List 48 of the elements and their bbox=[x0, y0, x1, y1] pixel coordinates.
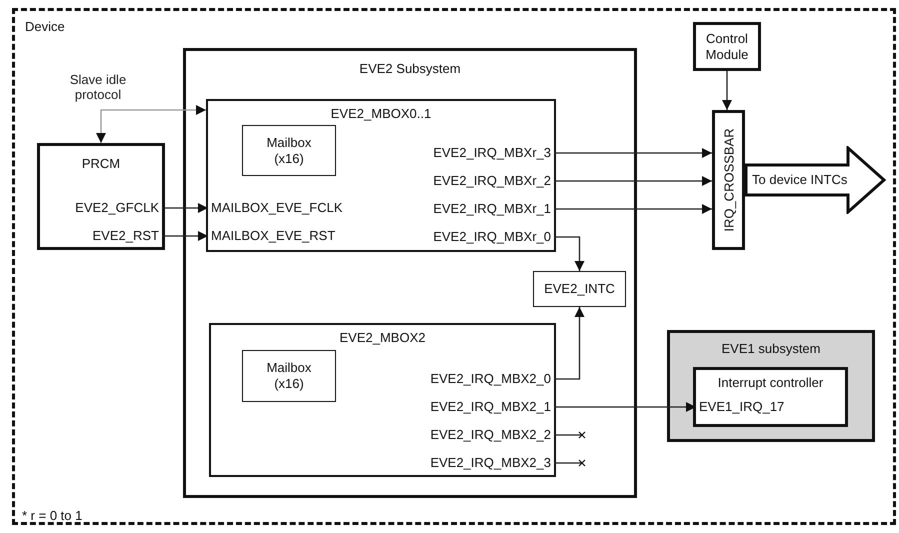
block-title: EVE1 subsystem bbox=[722, 341, 820, 356]
port-label: EVE2_IRQ_MBXr_2 bbox=[390, 171, 554, 191]
arrow bbox=[96, 105, 206, 143]
block: Mailbox (x16) bbox=[242, 350, 336, 402]
port-label: EVE2_IRQ_MBX2_1 bbox=[390, 397, 554, 417]
port-label: EVE2_IRQ_MBXr_0 bbox=[390, 227, 554, 247]
block-title: IRQ_CROSSBAR bbox=[721, 128, 736, 232]
output-arrow bbox=[745, 146, 887, 214]
footnote: * r = 0 to 1 bbox=[22, 508, 82, 523]
arrow bbox=[554, 204, 712, 214]
block-title: EVE2 Subsystem bbox=[359, 61, 461, 76]
port-label: EVE2_IRQ_MBXr_1 bbox=[390, 199, 554, 219]
block: EVE2_INTC bbox=[533, 271, 626, 307]
block: Control Module bbox=[693, 22, 761, 71]
arrow bbox=[554, 307, 584, 380]
block bbox=[667, 330, 875, 442]
arrow bbox=[554, 176, 712, 186]
port-label: EVE2_IRQ_MBX2_2 bbox=[390, 425, 554, 445]
arrow bbox=[162, 203, 208, 213]
port-label: EVE2_IRQ_MBX2_0 bbox=[390, 369, 554, 389]
block bbox=[693, 367, 848, 427]
device-boundary bbox=[12, 8, 896, 525]
block bbox=[37, 143, 165, 250]
port-label: EVE2_IRQ_MBX2_3 bbox=[390, 453, 554, 473]
block bbox=[183, 48, 637, 498]
block-title: Interrupt controller bbox=[718, 375, 824, 390]
arrow bbox=[554, 236, 584, 271]
block-title: EVE2_MBOX2 bbox=[340, 330, 426, 345]
arrow bbox=[162, 231, 208, 241]
port-label: EVE2_IRQ_MBXr_3 bbox=[390, 143, 554, 163]
crossbar-block bbox=[712, 110, 745, 250]
arrow bbox=[722, 71, 732, 110]
unconnected-line bbox=[554, 431, 586, 439]
block-title: PRCM bbox=[82, 156, 120, 171]
arrow bbox=[554, 148, 712, 158]
unconnected-line bbox=[554, 459, 586, 467]
port-label: EVE2_RST bbox=[40, 226, 162, 246]
arrow-label: To device INTCs bbox=[752, 172, 848, 187]
port-label: EVE1_IRQ_17 bbox=[696, 397, 846, 419]
arrow bbox=[554, 402, 696, 412]
port-label: EVE2_GFCLK bbox=[40, 198, 162, 218]
block: Mailbox (x16) bbox=[242, 125, 336, 176]
block bbox=[209, 323, 556, 477]
block-title: EVE2_MBOX0..1 bbox=[330, 106, 432, 121]
block bbox=[206, 99, 556, 252]
boundary-label: Device bbox=[25, 19, 65, 34]
port-label: MAILBOX_EVE_RST bbox=[208, 226, 358, 246]
port-label: MAILBOX_EVE_FCLK bbox=[208, 198, 358, 218]
